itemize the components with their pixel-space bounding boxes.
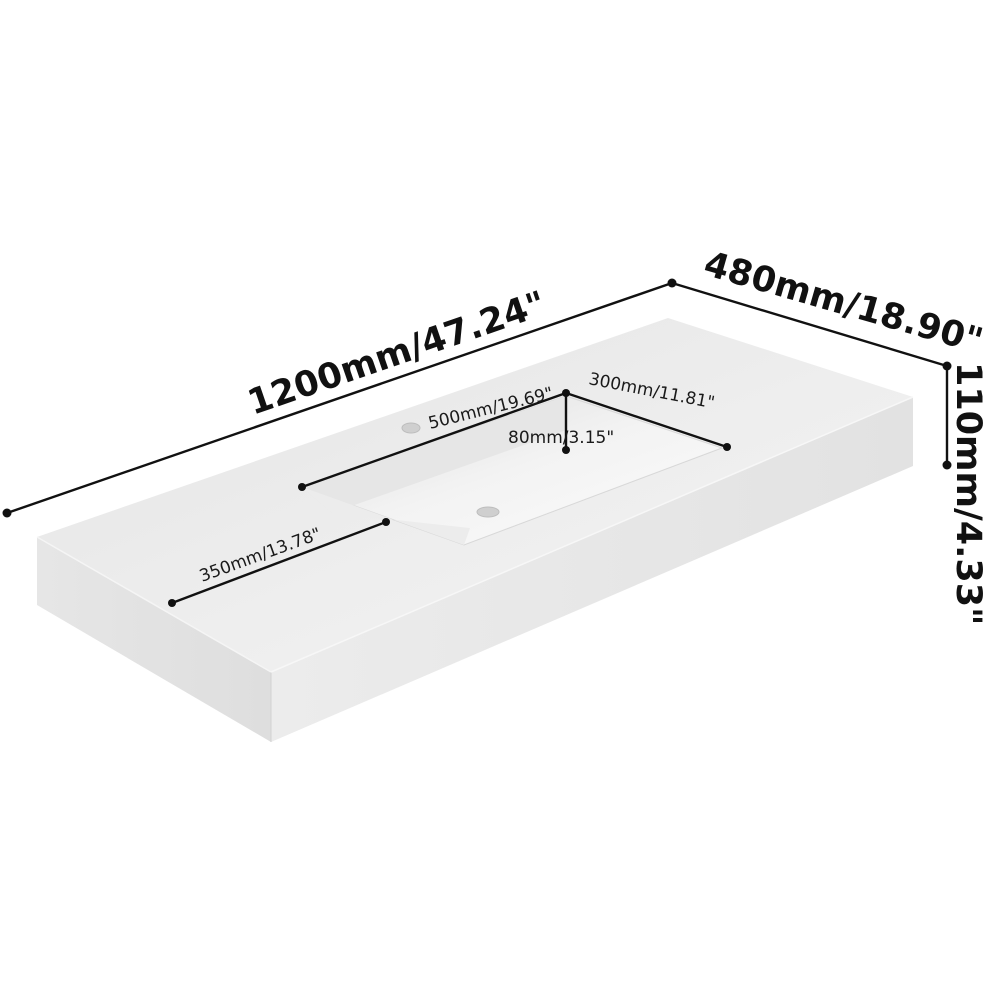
dimension-lines <box>2 278 952 607</box>
height-dimension-line <box>942 366 952 470</box>
slab-side-face <box>271 397 913 742</box>
basin-depth-dimension-line <box>562 393 570 454</box>
basin-length-dimension-line <box>298 389 570 491</box>
basin-width-dimension-line <box>565 391 731 451</box>
sink-basin <box>300 395 724 546</box>
basin-depth-label: 80mm/3.15" <box>508 428 614 448</box>
basin-back-wall <box>302 396 566 513</box>
drain-hole <box>476 506 500 518</box>
basin-left-wall <box>302 487 470 545</box>
left-offset-dimension-line <box>168 518 390 607</box>
faucet-hole <box>401 422 421 434</box>
slab-front-face <box>37 537 271 742</box>
height-label: 110mm/4.33" <box>948 362 988 625</box>
